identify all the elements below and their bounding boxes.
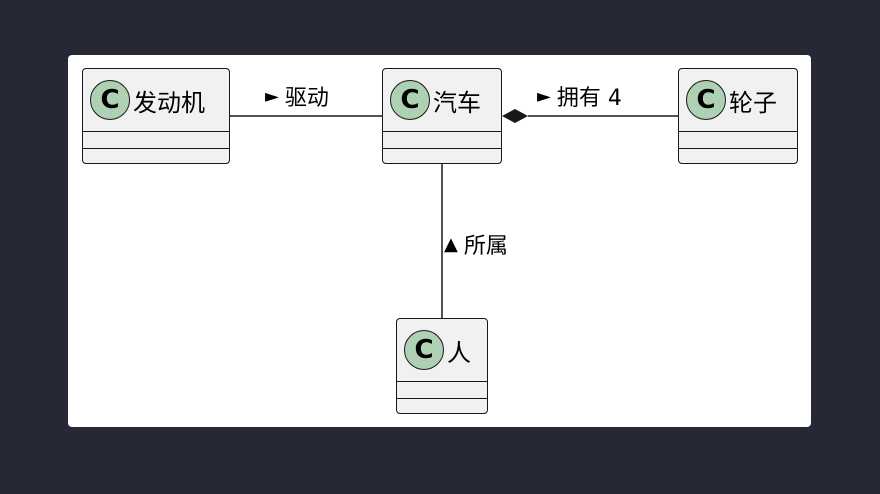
relation-label-person-car: ▲ 所属 [444,228,508,260]
method-divider [679,148,797,149]
class-stereotype-icon: C [390,80,430,120]
direction-right-icon: ► [537,85,551,107]
class-stereotype-icon: C [404,330,444,370]
class-name: 人 [447,338,471,367]
attribute-divider [679,131,797,132]
class-person[interactable]: C 人 [396,318,488,414]
composition-diamond [502,109,528,123]
class-header: C 轮子 [679,69,797,131]
class-engine[interactable]: C 发动机 [82,68,230,164]
attribute-divider [397,381,487,382]
class-header: C 人 [397,319,487,381]
class-name: 汽车 [433,88,481,117]
relation-label-text: 驱动 [284,86,329,111]
relation-label-text: 拥有 4 [556,86,622,111]
attribute-divider [83,131,229,132]
class-name: 发动机 [133,88,205,117]
relation-label-engine-car: ► 驱动 [265,80,329,112]
method-divider [383,148,501,149]
class-wheel[interactable]: C 轮子 [678,68,798,164]
attribute-divider [383,131,501,132]
direction-up-icon: ▲ [444,233,458,255]
method-divider [397,398,487,399]
class-header: C 发动机 [83,69,229,131]
relation-label-text: 所属 [463,234,508,259]
method-divider [83,148,229,149]
class-name: 轮子 [729,88,777,117]
relation-label-car-wheel: ► 拥有 4 [537,80,622,112]
class-header: C 汽车 [383,69,501,131]
class-stereotype-icon: C [686,80,726,120]
class-car[interactable]: C 汽车 [382,68,502,164]
direction-right-icon: ► [265,85,279,107]
class-stereotype-icon: C [90,80,130,120]
